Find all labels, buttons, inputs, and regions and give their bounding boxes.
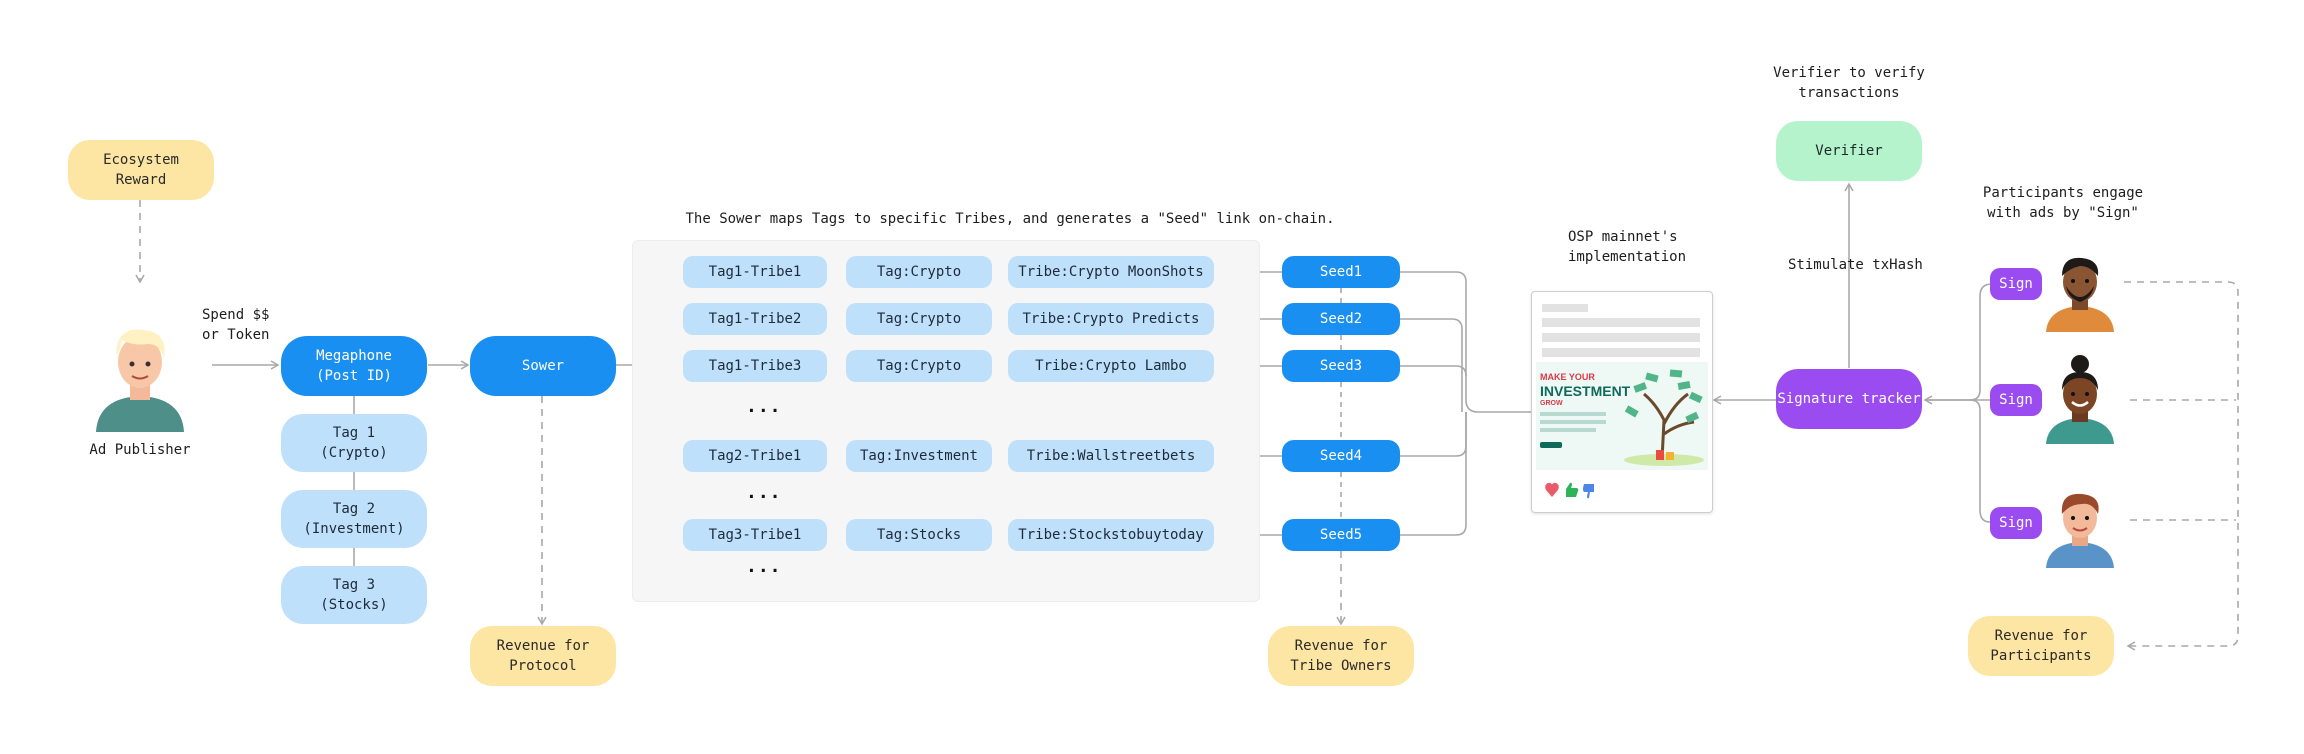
tag-pill: Tag:Crypto: [846, 256, 992, 288]
verifier-label: Verifier: [1815, 143, 1883, 159]
seed-pill: Seed2: [1282, 303, 1400, 335]
placeholder-line: [1542, 333, 1700, 342]
tag-1-box: Tag 1 (Crypto): [281, 414, 427, 472]
tag-pill: Tag:Crypto: [846, 350, 992, 382]
tag-tribe-pill: Tag1-Tribe3: [683, 350, 827, 382]
placeholder-line: [1542, 318, 1700, 327]
reaction-icons: [1545, 482, 1594, 499]
tag-tribe-pill: Tag3-Tribe1: [683, 519, 827, 551]
verifier-caption: Verifier to verify transactions: [1773, 65, 1925, 101]
seed-pill: Seed1: [1282, 256, 1400, 288]
seed-label: Seed4: [1319, 448, 1363, 464]
osp-label: OSP mainnet's implementation: [1568, 229, 1687, 265]
tag-tribe-label: Tag1-Tribe3: [708, 358, 802, 374]
tribe-label: Tribe:Crypto Predicts: [1022, 311, 1200, 327]
sign-button[interactable]: Sign: [1990, 507, 2042, 539]
tag-3-box: Tag 3 (Stocks): [281, 566, 427, 624]
tag-2-label: Tag 2 (Investment): [303, 501, 405, 537]
ad-line-3: GROW: [1540, 400, 1563, 407]
tag-label: Tag:Investment: [859, 448, 978, 464]
tag-label: Tag:Crypto: [876, 358, 962, 374]
revenue-protocol-label: Revenue for Protocol: [496, 638, 590, 674]
tag-label: Tag:Crypto: [876, 311, 962, 327]
tribe-label: Tribe:Stockstobuytoday: [1018, 527, 1204, 543]
tribe-pill: Tribe:Wallstreetbets: [1008, 440, 1214, 472]
ad-line-1: MAKE YOUR: [1540, 372, 1595, 382]
tag-1-label: Tag 1 (Crypto): [320, 425, 388, 461]
placeholder-line: [1540, 428, 1596, 432]
placeholder-line: [1540, 420, 1606, 424]
tag-2-box: Tag 2 (Investment): [281, 490, 427, 548]
ad-button: [1540, 442, 1562, 448]
revenue-protocol-box: Revenue for Protocol: [470, 626, 616, 686]
revenue-participants-box: Revenue for Participants: [1968, 616, 2114, 676]
tag-pill: Tag:Crypto: [846, 303, 992, 335]
megaphone-label: Megaphone (Post ID): [316, 348, 392, 384]
sower-label: Sower: [521, 358, 565, 374]
tribe-pill: Tribe:Crypto Predicts: [1008, 303, 1214, 335]
ellipsis-2: ...: [746, 482, 782, 503]
tribe-label: Tribe:Crypto MoonShots: [1018, 264, 1204, 280]
tag-tribe-label: Tag3-Tribe1: [708, 527, 802, 543]
placeholder-line: [1540, 412, 1606, 416]
money-tree-icon: [1624, 369, 1704, 466]
tag-label: Tag:Crypto: [876, 264, 962, 280]
seed-pill: Seed3: [1282, 350, 1400, 382]
tribe-label: Tribe:Wallstreetbets: [1026, 448, 1196, 464]
ad-publisher-label: Ad Publisher: [89, 442, 191, 458]
participant-2-avatar-icon: [2046, 355, 2114, 444]
seed-pill: Seed4: [1282, 440, 1400, 472]
tag-tribe-pill: Tag2-Tribe1: [683, 440, 827, 472]
participants-caption: Participants engage with ads by "Sign": [1982, 185, 2144, 221]
seed-pill: Seed5: [1282, 519, 1400, 551]
sign-label: Sign: [1999, 276, 2033, 292]
seed-label: Seed3: [1319, 358, 1363, 374]
tag-label: Tag:Stocks: [876, 527, 962, 543]
ad-line-2: INVESTMENT: [1540, 383, 1631, 399]
tag-tribe-pill: Tag1-Tribe2: [683, 303, 827, 335]
placeholder-line: [1542, 304, 1588, 312]
revenue-tribe-owners-label: Revenue for Tribe Owners: [1290, 638, 1392, 674]
ad-image: MAKE YOUR INVESTMENT GROW: [1536, 362, 1708, 470]
signature-tracker-box: Signature tracker: [1776, 369, 1922, 429]
placeholder-line: [1542, 348, 1700, 357]
stimulate-label: Stimulate txHash: [1788, 257, 1923, 273]
seed-label: Seed1: [1319, 264, 1363, 280]
sower-box: Sower: [470, 336, 616, 396]
participant-1-avatar-icon: [2046, 257, 2114, 332]
revenue-tribe-owners-box: Revenue for Tribe Owners: [1268, 626, 1414, 686]
spend-label: Spend $$ or Token: [202, 307, 270, 343]
signature-tracker-label: Signature tracker: [1777, 391, 1921, 407]
tribe-label: Tribe:Crypto Lambo: [1035, 358, 1187, 374]
seed-label: Seed5: [1319, 527, 1363, 543]
tag-tribe-label: Tag1-Tribe1: [708, 264, 802, 280]
verifier-box: Verifier: [1776, 121, 1922, 181]
sign-label: Sign: [1999, 515, 2033, 531]
sower-caption: The Sower maps Tags to specific Tribes, …: [685, 211, 1335, 227]
tag-tribe-label: Tag1-Tribe2: [708, 311, 802, 327]
ellipsis-3: ...: [746, 556, 782, 577]
sign-button[interactable]: Sign: [1990, 384, 2042, 416]
seed-label: Seed2: [1319, 311, 1363, 327]
ellipsis-1: ...: [746, 396, 782, 417]
participant-3-avatar-icon: [2046, 493, 2114, 568]
tag-tribe-label: Tag2-Tribe1: [708, 448, 802, 464]
tag-tribe-pill: Tag1-Tribe1: [683, 256, 827, 288]
tribe-pill: Tribe:Crypto Lambo: [1008, 350, 1214, 382]
ad-publisher-avatar-icon: [96, 329, 184, 432]
tag-pill: Tag:Stocks: [846, 519, 992, 551]
tag-pill: Tag:Investment: [846, 440, 992, 472]
ecosystem-reward-label: Ecosystem Reward: [103, 152, 179, 188]
sign-label: Sign: [1999, 392, 2033, 408]
sign-button[interactable]: Sign: [1990, 268, 2042, 300]
ecosystem-reward-box: Ecosystem Reward: [68, 140, 214, 200]
tribe-pill: Tribe:Stockstobuytoday: [1008, 519, 1214, 551]
megaphone-box: Megaphone (Post ID): [281, 336, 427, 396]
tribe-pill: Tribe:Crypto MoonShots: [1008, 256, 1214, 288]
tag-3-label: Tag 3 (Stocks): [320, 577, 388, 613]
revenue-participants-label: Revenue for Participants: [1990, 628, 2092, 664]
ad-post-card[interactable]: MAKE YOUR INVESTMENT GROW: [1531, 291, 1713, 513]
